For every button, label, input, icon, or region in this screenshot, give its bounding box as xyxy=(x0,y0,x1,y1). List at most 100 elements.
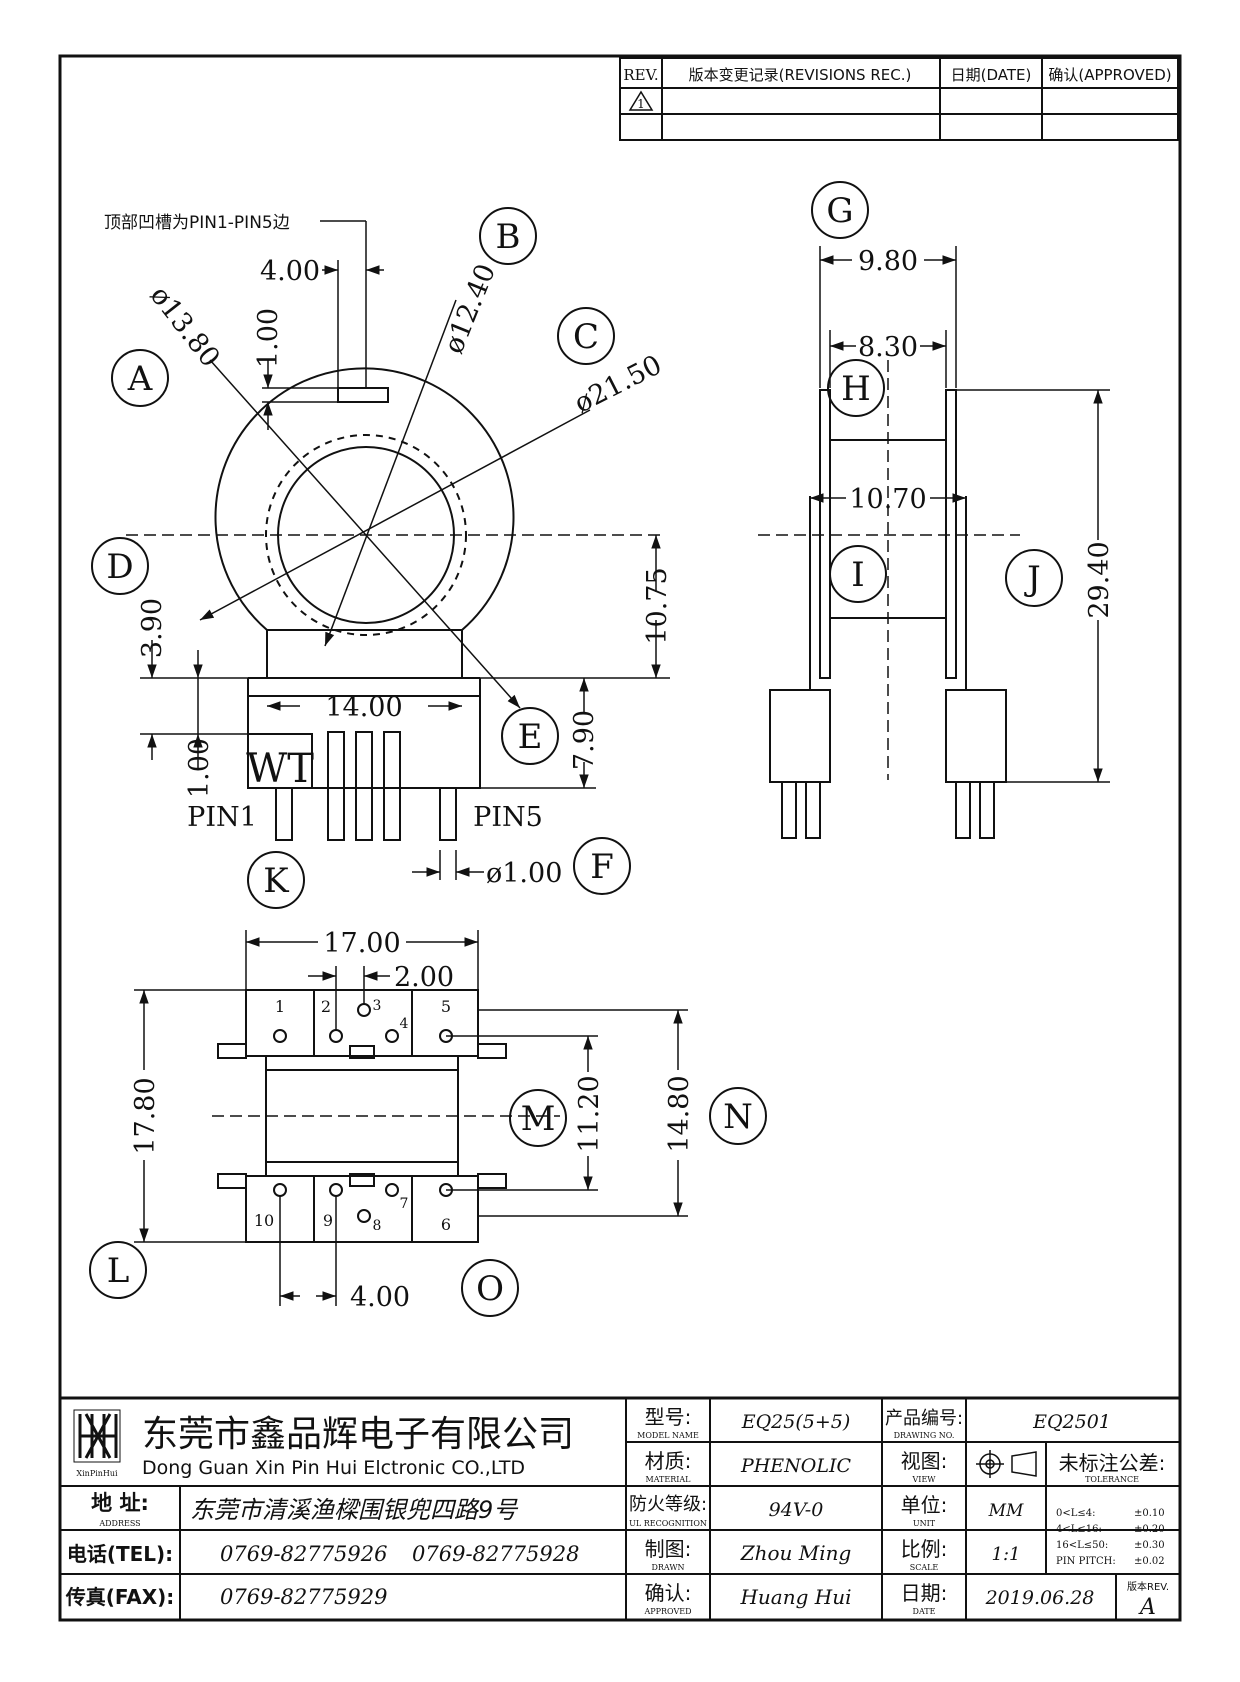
drawn-label: 制图: xyxy=(645,1537,692,1561)
bubble-l: L xyxy=(89,1241,147,1299)
pin-number-9: 9 xyxy=(323,1211,333,1230)
tel-label: 电话(TEL): xyxy=(67,1542,173,1566)
pin5-label: PIN5 xyxy=(473,802,543,833)
unit-value: MM xyxy=(988,1501,1024,1521)
pin-number-7: 7 xyxy=(400,1196,409,1212)
tol-range-3: 16<L≤50: xyxy=(1056,1540,1108,1551)
dim-29-40: 29.40 xyxy=(1084,541,1115,618)
drawn-label-en: DRAWN xyxy=(651,1563,684,1572)
svg-text:F: F xyxy=(590,847,614,887)
dim-9-80: 9.80 xyxy=(858,246,918,277)
pin-number-1: 1 xyxy=(275,997,285,1016)
tel-value-1: 0769-82775926 xyxy=(220,1542,387,1566)
flame-label: 防火等级: xyxy=(629,1494,707,1515)
version-label: 版本REV. xyxy=(1127,1580,1169,1593)
pin-number-5: 5 xyxy=(441,997,451,1016)
top-groove-note: 顶部凹槽为PIN1-PIN5边 xyxy=(104,213,290,233)
bubble-k: K xyxy=(247,851,305,909)
address-value: 东莞市清溪渔樑围银兜四路9号 xyxy=(190,1496,519,1524)
tol-value-3: ±0.30 xyxy=(1134,1540,1165,1551)
svg-text:M: M xyxy=(521,1099,556,1139)
scale-label-en: SCALE xyxy=(910,1563,939,1572)
dim-10-75: 10.75 xyxy=(642,567,673,644)
bubble-e: E xyxy=(501,707,559,765)
model-label: 型号: xyxy=(645,1405,692,1429)
pin-number-6: 6 xyxy=(441,1215,451,1234)
approved-label-en: APPROVED xyxy=(643,1607,691,1616)
bubble-d: D xyxy=(91,537,149,595)
dim-2-00: 2.00 xyxy=(394,962,454,993)
date-label-en: DATE xyxy=(913,1607,936,1616)
company-name-cn: 东莞市鑫品辉电子有限公司 xyxy=(142,1414,574,1455)
tel-value-2: 0769-82775928 xyxy=(412,1542,579,1566)
pin-number-3: 3 xyxy=(373,998,382,1014)
pin-number-8: 8 xyxy=(373,1218,382,1234)
drawing-no-label: 产品编号: xyxy=(885,1408,963,1429)
flame-label-en: UL RECOGNITION xyxy=(629,1519,707,1528)
revision-record-header: 版本变更记录(REVISIONS REC.) xyxy=(689,66,912,84)
dim-14-00: 14.00 xyxy=(325,692,402,723)
dim-8-30: 8.30 xyxy=(858,332,918,363)
model-label-en: MODEL NAME xyxy=(637,1431,699,1440)
material-label-en: MATERIAL xyxy=(646,1475,692,1484)
drawn-value: Zhou Ming xyxy=(740,1541,852,1565)
dim-7-90: 7.90 xyxy=(569,710,600,770)
wt-marking: WT xyxy=(246,746,314,792)
svg-text:N: N xyxy=(723,1097,753,1137)
revision-table: REV. 版本变更记录(REVISIONS REC.) 日期(DATE) 确认(… xyxy=(619,57,1179,141)
company-logo-icon: XinPinHui xyxy=(73,1409,121,1478)
dim-17-00: 17.00 xyxy=(323,928,400,959)
svg-text:I: I xyxy=(851,555,864,595)
bottom-view: 1 2 3 4 5 6 7 8 9 10 17.00 2.00 17.80 11… xyxy=(89,928,767,1317)
svg-text:A: A xyxy=(127,359,153,399)
pin-number-4: 4 xyxy=(400,1016,409,1032)
svg-text:K: K xyxy=(263,861,289,901)
svg-text:D: D xyxy=(106,547,133,587)
bubble-o: O xyxy=(461,1259,519,1317)
svg-text:XinPinHui: XinPinHui xyxy=(76,1469,118,1478)
drawing-no-value: EQ2501 xyxy=(1032,1411,1111,1433)
revision-triangle-icon: 1 xyxy=(628,90,654,111)
dim-10-70: 10.70 xyxy=(849,484,926,515)
tolerance-title-en: TOLERANCE xyxy=(1085,1475,1139,1484)
svg-text:O: O xyxy=(476,1269,504,1309)
dim-pin-diameter: ø1.00 xyxy=(486,858,562,889)
rev-header: REV. xyxy=(623,66,658,84)
approved-label: 确认: xyxy=(645,1581,692,1605)
side-view: 9.80 8.30 10.70 29.40 G H I J xyxy=(758,181,1115,839)
tol-value-4: ±0.02 xyxy=(1134,1556,1165,1567)
model-value: EQ25(5+5) xyxy=(741,1411,851,1433)
bubble-m: M xyxy=(509,1089,567,1147)
dim-4-00-top: 4.00 xyxy=(260,256,320,287)
dim-4-00-bottom: 4.00 xyxy=(350,1282,410,1313)
bubble-j: J xyxy=(1005,549,1063,607)
bubble-f: F xyxy=(573,837,631,895)
dim-3-90: 3.90 xyxy=(137,598,168,658)
approved-value: Huang Hui xyxy=(739,1585,851,1609)
svg-text:H: H xyxy=(841,369,871,409)
tol-range-4: PIN PITCH: xyxy=(1056,1556,1116,1567)
dim-dia-12-40: ø12.40 xyxy=(438,260,502,358)
scale-value: 1:1 xyxy=(992,1544,1021,1565)
bubble-c: C xyxy=(557,307,615,365)
date-label: 日期: xyxy=(901,1581,948,1605)
title-block: XinPinHui 东莞市鑫品辉电子有限公司 Dong Guan Xin Pin… xyxy=(60,1396,1180,1620)
view-label: 视图: xyxy=(901,1449,948,1473)
svg-text:B: B xyxy=(496,217,521,257)
svg-text:G: G xyxy=(826,191,853,231)
pin-number-2: 2 xyxy=(321,997,331,1016)
bubble-g: G xyxy=(811,181,869,239)
tol-range-2: 4<L≤16: xyxy=(1056,1524,1102,1535)
bubble-i: I xyxy=(829,545,887,603)
material-value: PHENOLIC xyxy=(740,1455,852,1477)
flame-value: 94V-0 xyxy=(769,1499,824,1521)
drawing-no-label-en: DRAWING NO. xyxy=(894,1431,955,1440)
svg-text:J: J xyxy=(1024,559,1041,599)
version-value: A xyxy=(1138,1595,1156,1620)
fax-value: 0769-82775929 xyxy=(220,1585,387,1609)
unit-label-en: UNIT xyxy=(913,1519,936,1528)
approved-header: 确认(APPROVED) xyxy=(1048,66,1171,84)
tol-range-1: 0<L≤4: xyxy=(1056,1508,1096,1519)
projection-symbol-icon xyxy=(976,1450,1037,1478)
